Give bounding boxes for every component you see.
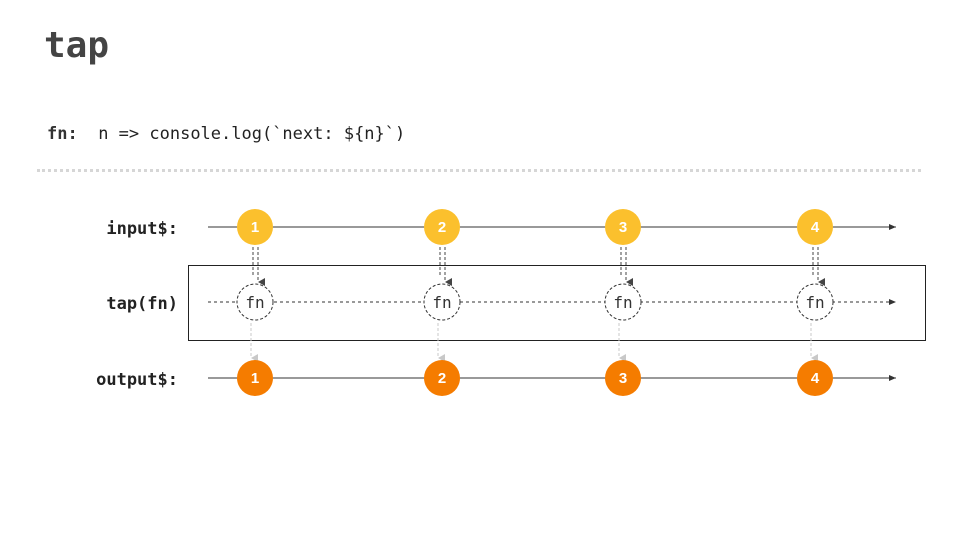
output-marble [797,360,833,396]
fn-node [423,283,461,321]
operator-box [188,265,926,341]
fn-node-label: fn [245,293,264,312]
fn-node [236,283,274,321]
code-snippet: fn: n => console.log(`next: ${n}`) [47,122,405,146]
page-title: tap [44,25,110,66]
output-marble [424,360,460,396]
input-marble [237,209,273,245]
input-marble-label: 1 [251,219,259,236]
input-marble [797,209,833,245]
input-marble-label: 2 [438,219,446,236]
code-key: fn: [47,124,78,144]
input-marble [605,209,641,245]
operator-row-label: tap(fn) [106,294,178,314]
fn-node [604,283,642,321]
output-marble [237,360,273,396]
fn-node [796,283,834,321]
input-marble-label: 4 [811,219,820,236]
output-marble [605,360,641,396]
output-marble-label: 3 [619,370,627,387]
dotted-divider [37,169,921,172]
output-row-label: output$: [96,370,178,390]
fn-node-label: fn [432,293,451,312]
output-marble-label: 2 [438,370,446,387]
marble-layer: 1 fn 2 fn 3 fn 4 fn 1 2 3 4 [236,209,834,396]
input-marble [424,209,460,245]
fn-node-label: fn [805,293,824,312]
fn-node-label: fn [613,293,632,312]
input-marble-label: 3 [619,219,627,236]
output-marble-label: 4 [811,370,820,387]
code-expression: n => console.log(`next: ${n}`) [98,124,406,144]
output-marble-label: 1 [251,370,259,387]
input-row-label: input$: [106,219,178,239]
